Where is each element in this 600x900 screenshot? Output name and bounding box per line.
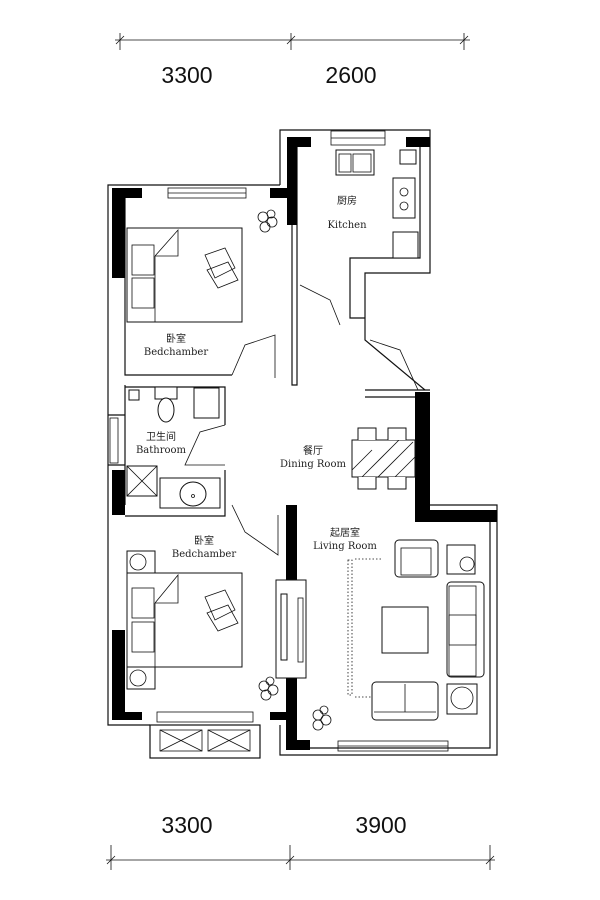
bottom-dimension-right: 3900: [355, 812, 406, 838]
kitchen-stove: [392, 177, 416, 219]
bottom-dimension-line: [106, 845, 495, 870]
bathroom-label-cn: 卫生间: [146, 430, 176, 443]
wash-basin: [159, 477, 221, 509]
dining-label-cn: 餐厅: [303, 444, 323, 457]
shower: [126, 465, 158, 497]
nightstand-lamp: [126, 666, 156, 690]
dining-chair: [357, 477, 377, 490]
windows: [109, 130, 449, 752]
living-label-en: Living Room: [313, 541, 377, 552]
doors: [184, 284, 419, 556]
bedroom-south-label-en: Bedchamber: [172, 549, 236, 560]
plant-south-bedroom: [258, 676, 279, 701]
plant-north-bedroom: [257, 209, 278, 233]
washing-machine: [193, 387, 220, 419]
bedroom-north-label-en: Bedchamber: [144, 347, 208, 358]
top-dimension-left: 3300: [161, 62, 212, 88]
refrigerator: [399, 149, 417, 165]
nightstand-lamp: [126, 550, 156, 574]
bedroom-north-label-cn: 卧室: [166, 332, 186, 345]
bed-south: [126, 572, 243, 668]
coffee-table: [381, 606, 429, 654]
sofa-loveseat: [371, 681, 439, 721]
living-label-cn: 起居室: [330, 526, 360, 539]
balcony: [149, 724, 261, 759]
dining-chair: [387, 477, 407, 490]
armchair: [394, 539, 439, 578]
bathroom-label-en: Bathroom: [136, 445, 187, 456]
kitchen-cabinet: [392, 231, 419, 259]
kitchen-sink: [335, 149, 375, 176]
kitchen-label-cn: 厨房: [337, 194, 357, 207]
dining-chair: [387, 427, 407, 440]
kitchen-label-en: Kitchen: [327, 220, 367, 231]
toilet: [154, 386, 178, 423]
bottom-dimension-left: 3300: [161, 812, 212, 838]
bedroom-south-label-cn: 卧室: [194, 534, 214, 547]
top-dimension-right: 2600: [325, 62, 376, 88]
top-dimension-line: [115, 33, 470, 50]
sofa-three-seat: [446, 581, 485, 678]
dining-table: [351, 427, 416, 490]
rug-edge: [347, 559, 353, 696]
floor-drain: [128, 389, 140, 401]
round-table-chairs: [446, 683, 478, 715]
tv-cabinet: [275, 579, 307, 679]
plant-living-room: [312, 705, 332, 731]
dining-chair: [357, 427, 377, 440]
bed-north: [126, 227, 243, 323]
side-table-plant: [446, 544, 476, 575]
dining-label-en: Dining Room: [280, 459, 346, 470]
